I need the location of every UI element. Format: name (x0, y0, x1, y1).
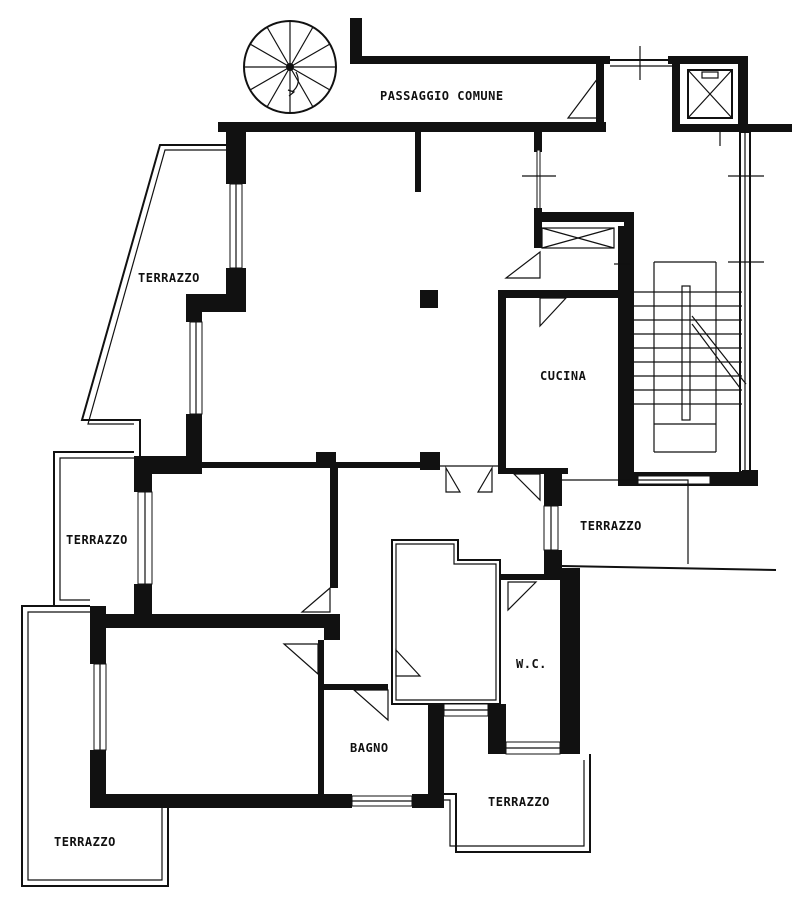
closet (504, 212, 634, 279)
label-wc: W.C. (516, 657, 547, 671)
kitchen-room: CUCINA (498, 226, 634, 482)
bathroom-room: BAGNO (318, 684, 444, 808)
terrace-south: TERRAZZO (444, 754, 591, 853)
label-bagno: BAGNO (350, 741, 389, 755)
label-terrazzo-nw: TERRAZZO (138, 271, 200, 285)
stair-treads (634, 261, 742, 453)
label-passaggio-comune: PASSAGGIO COMUNE (380, 89, 504, 103)
terrace-east: TERRAZZO (561, 479, 777, 571)
central-wall (134, 452, 568, 502)
wc-room: W.C. (488, 474, 580, 755)
label-cucina: CUCINA (540, 369, 587, 383)
upper-right-walls (610, 46, 792, 132)
common-passage: PASSAGGIO COMUNE (218, 18, 620, 132)
label-terrazzo-sw: TERRAZZO (54, 835, 116, 849)
label-terrazzo-w: TERRAZZO (66, 533, 128, 547)
spiral-staircase (243, 20, 337, 114)
bedroom-lower (90, 606, 444, 808)
central-room (391, 539, 501, 717)
terrace-southwest: TERRAZZO (21, 605, 169, 887)
label-terrazzo-e: TERRAZZO (580, 519, 642, 533)
living-area-walls (186, 122, 556, 474)
label-terrazzo-s: TERRAZZO (488, 795, 550, 809)
bedroom-upper (94, 468, 340, 640)
stairwell (618, 131, 764, 486)
elevator-shaft (687, 69, 733, 146)
terrace-west: TERRAZZO (53, 451, 134, 607)
terrace-northwest: TERRAZZO (80, 144, 226, 456)
